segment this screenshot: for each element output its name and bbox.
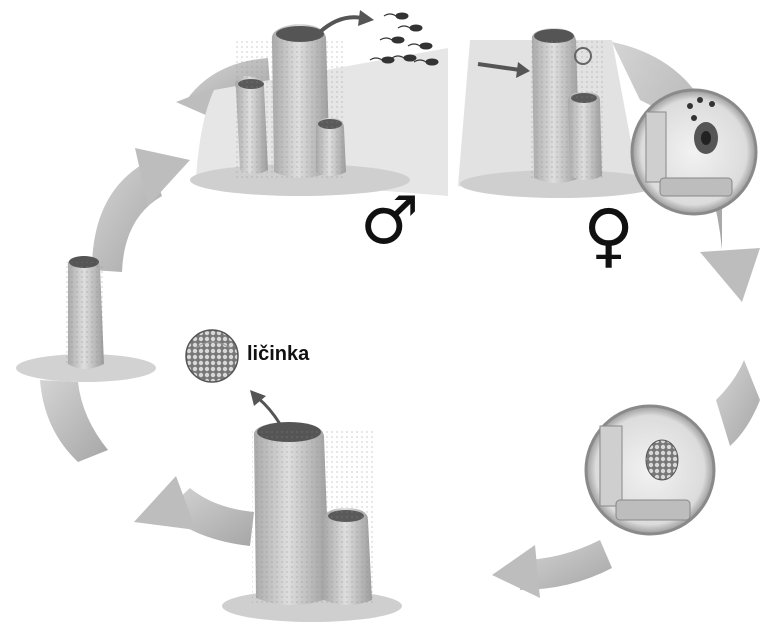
larva [186, 330, 238, 382]
larva-label: ličinka [247, 343, 309, 366]
cycle-arrow-right-lower [716, 360, 760, 446]
larva-releasing-sponge [222, 390, 402, 622]
cycle-arrow-bottom-left [134, 476, 254, 546]
female-symbol: ♀ [583, 200, 634, 270]
magnified-lens-fertilization [632, 90, 756, 214]
cycle-arrow-left-upper [92, 148, 190, 272]
male-sponge-scene [190, 10, 448, 196]
cycle-arrow-left-lower [40, 380, 108, 462]
cycle-arrow-bottom-right [492, 540, 612, 598]
young-sponge [16, 256, 156, 382]
magnified-lens-larva [586, 406, 714, 534]
male-symbol: ♂ [360, 188, 419, 254]
